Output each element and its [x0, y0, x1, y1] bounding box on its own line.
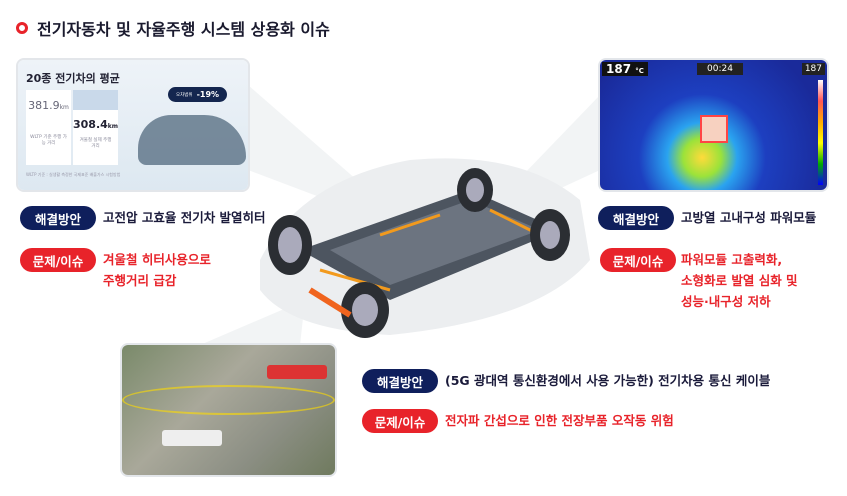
- right-issue-text: 파워모듈 고출력화, 소형화로 발열 심화 및 성능·내구성 저하: [681, 249, 798, 312]
- car-silhouette: [138, 115, 246, 165]
- winter-value: 308.4: [73, 118, 108, 131]
- winter-box: 308.4km 겨울철 실제 주행 거리: [73, 90, 118, 165]
- winter-label: 겨울철 실제 주행 거리: [79, 138, 112, 149]
- wltp-unit: km: [59, 104, 69, 111]
- right-issue-line: 성능·내구성 저하: [681, 294, 771, 309]
- left-issue-badge: 문제/이슈: [20, 248, 96, 272]
- temp-readout: 187: [606, 62, 632, 76]
- signal-ring: [122, 385, 335, 415]
- title-text: 전기자동차 및 자율주행 시스템 상용화 이슈: [37, 20, 330, 39]
- bottom-solution-badge: 해결방안: [362, 369, 438, 393]
- left-issue-text: 겨울철 히터사용으로 주행거리 급감: [103, 249, 211, 291]
- wheel: [457, 168, 493, 212]
- van: [162, 430, 222, 446]
- wltp-label: WLTP 기준 주행 가능 거리: [30, 135, 67, 146]
- bottom-issue-text: 전자파 간섭으로 인한 전장부품 오작동 위험: [445, 413, 674, 428]
- wheel: [530, 209, 570, 261]
- right-issue-line: 소형화로 발열 심화 및: [681, 273, 798, 288]
- card-heading: 20종 전기차의 평균: [26, 72, 120, 85]
- bottom-issue-badge: 문제/이슈: [362, 409, 438, 433]
- error-label: 오차범위: [176, 92, 193, 98]
- right-issue-line: 파워모듈 고출력화,: [681, 252, 783, 267]
- right-solution-text: 고방열 고내구성 파워모듈: [681, 210, 817, 225]
- bottom-callout-wedge: [200, 300, 305, 345]
- thermal-image: 187 °C 00:24 187: [600, 60, 827, 190]
- bottom-solution-text: (5G 광대역 통신환경에서 사용 가능한) 전기차용 통신 케이블: [445, 373, 771, 388]
- temp-unit: °C: [635, 67, 644, 75]
- temp-display: 187 °C: [602, 62, 648, 76]
- right-solution-badge: 해결방안: [598, 206, 674, 230]
- color-scale: [818, 80, 823, 185]
- timer: 00:24: [697, 63, 743, 75]
- ev-chassis-image: [260, 158, 590, 338]
- error-badge: 오차범위-19%: [168, 87, 228, 102]
- bullet-icon: [16, 22, 28, 34]
- range-chart-image: 20종 전기차의 평균 381.9km WLTP 기준 주행 가능 거리 308…: [18, 60, 248, 190]
- left-solution-badge: 해결방안: [20, 206, 96, 230]
- hotspot: [700, 115, 728, 143]
- winter-unit: km: [107, 123, 119, 130]
- footnote: WLTP 기준 : 실생활 측정한 국제표준 배출가스 시험방법: [26, 172, 121, 177]
- left-issue-line: 주행거리 급감: [103, 273, 177, 288]
- right-issue-badge: 문제/이슈: [600, 248, 676, 272]
- bus: [267, 365, 327, 379]
- wheel: [268, 215, 312, 275]
- battery-pack: [330, 200, 540, 285]
- traffic-image: [122, 345, 335, 475]
- page-title: 전기자동차 및 자율주행 시스템 상용화 이슈: [16, 16, 330, 40]
- error-value: -19%: [196, 90, 220, 99]
- wltp-value: 381.9: [28, 99, 60, 112]
- left-issue-line: 겨울철 히터사용으로: [103, 252, 211, 267]
- scale-max: 187: [801, 63, 825, 75]
- left-solution-text: 고전압 고효율 전기차 발열히터: [103, 210, 266, 225]
- orange-cable: [308, 287, 352, 318]
- wltp-box: 381.9km WLTP 기준 주행 가능 거리: [26, 90, 71, 165]
- wheel: [341, 282, 389, 338]
